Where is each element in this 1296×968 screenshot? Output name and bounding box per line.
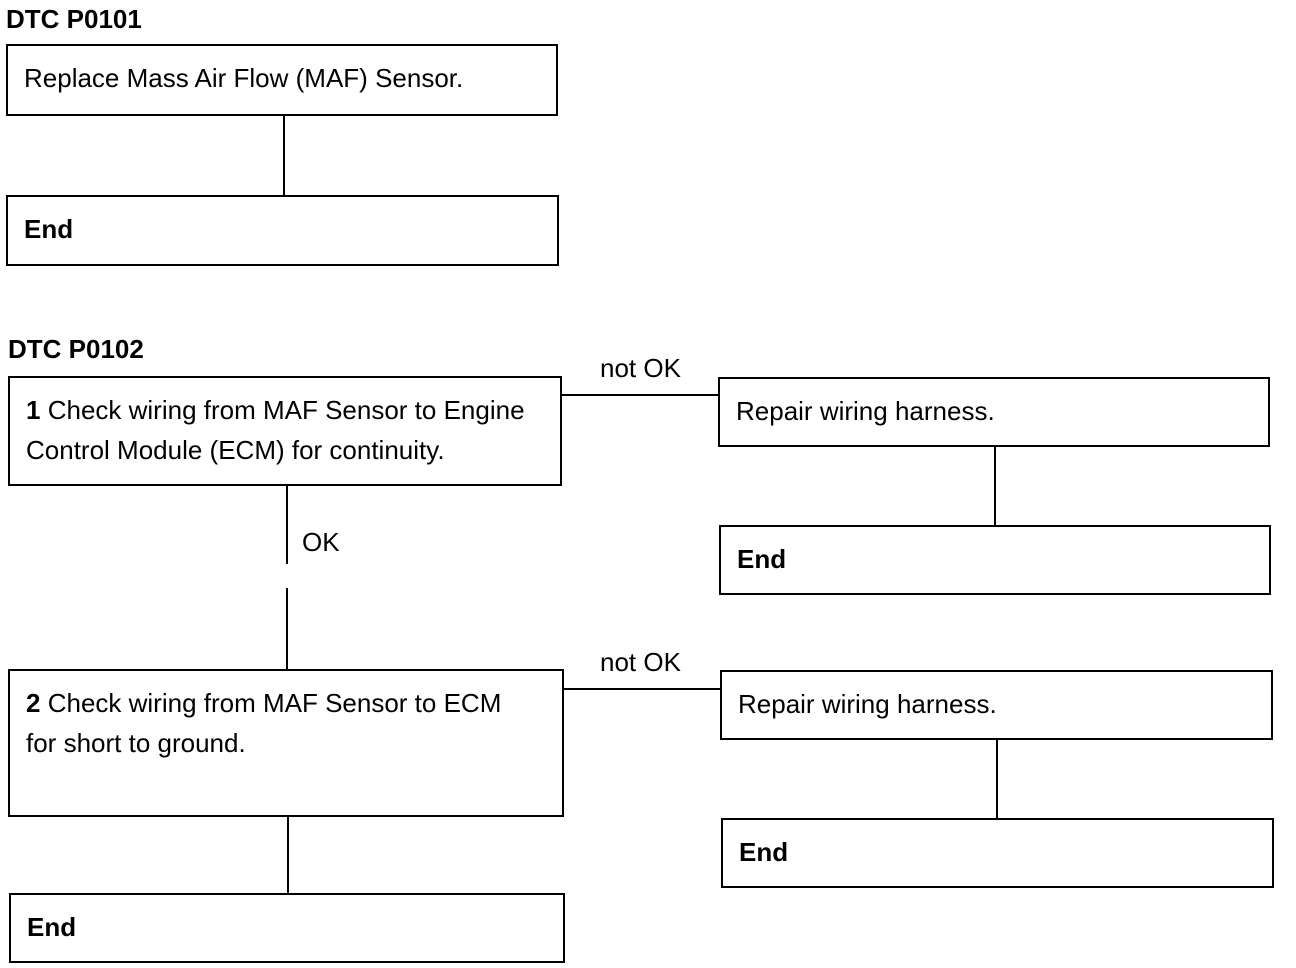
step2-repair-wiring-text: Repair wiring harness.: [738, 689, 997, 719]
p0101-end-label: End: [24, 214, 74, 244]
step2-end-label: End: [27, 912, 77, 942]
step2-text-1: Check wiring from MAF Sensor to ECM: [47, 688, 502, 718]
step2-not-ok-label: not OK: [600, 647, 681, 677]
dtc-p0101-title: DTC P0101: [6, 4, 142, 34]
step1-repair-end-box: End: [719, 525, 1271, 595]
p0101-end-box: End: [6, 195, 559, 266]
connector-step2-not-ok: [564, 688, 721, 690]
step2-text-line1: 2 Check wiring from MAF Sensor to ECM: [26, 683, 546, 723]
step1-repair-wiring-text: Repair wiring harness.: [736, 396, 995, 426]
connector-step1-repair-to-end: [994, 447, 996, 526]
step2-repair-end-label: End: [739, 837, 789, 867]
connector-step2-repair-to-end: [996, 740, 998, 819]
step2-repair-wiring-box: Repair wiring harness.: [720, 670, 1273, 740]
connector-step1-not-ok: [562, 394, 719, 396]
step2-text-line2: for short to ground.: [26, 728, 246, 758]
connector-step2-ok-to-end: [287, 817, 289, 894]
dtc-p0102-title: DTC P0102: [8, 334, 144, 364]
connector-step1-ok-lower: [286, 588, 288, 670]
step1-text-line1: 1 Check wiring from MAF Sensor to Engine: [26, 390, 544, 430]
step2-end-box: End: [9, 893, 565, 963]
step2-number: 2: [26, 688, 41, 718]
step2-check-short-box: 2 Check wiring from MAF Sensor to ECM fo…: [8, 669, 564, 817]
step1-not-ok-label: not OK: [600, 353, 681, 383]
replace-maf-sensor-text: Replace Mass Air Flow (MAF) Sensor.: [24, 63, 464, 93]
step1-check-continuity-box: 1 Check wiring from MAF Sensor to Engine…: [8, 376, 562, 486]
step1-repair-wiring-box: Repair wiring harness.: [718, 377, 1270, 447]
step1-text-1: Check wiring from MAF Sensor to Engine: [47, 395, 525, 425]
step1-text-line2: Control Module (ECM) for continuity.: [26, 435, 445, 465]
step1-ok-label: OK: [302, 527, 340, 557]
connector-step1-ok-upper: [286, 486, 288, 564]
step2-repair-end-box: End: [721, 818, 1274, 888]
connector-p0101-to-end: [283, 116, 285, 195]
replace-maf-sensor-box: Replace Mass Air Flow (MAF) Sensor.: [6, 44, 558, 116]
step1-repair-end-label: End: [737, 544, 787, 574]
step1-number: 1: [26, 395, 41, 425]
